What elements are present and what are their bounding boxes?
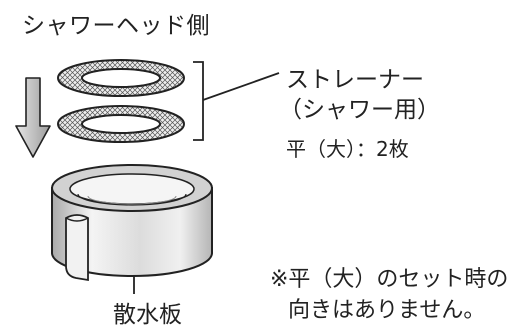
strainer-bracket [193, 61, 280, 141]
spray-plate [51, 164, 213, 282]
strainer-name-label: ストレーナー [286, 67, 424, 93]
down-arrow-icon [15, 77, 51, 158]
shower-head-side-label: シャワーヘッド側 [22, 13, 210, 39]
strainer-ring-lower [56, 105, 186, 143]
strainer-subtitle-label: （シャワー用） [279, 97, 440, 123]
strainer-ring-upper [56, 59, 186, 97]
spray-plate-label: 散水板 [113, 302, 182, 328]
note-line-2: 向きはありません。 [288, 298, 486, 323]
strainer-type-label: 平（大）：2枚 [286, 137, 409, 161]
note-line-1: ※平（大）のセット時の [270, 267, 509, 292]
